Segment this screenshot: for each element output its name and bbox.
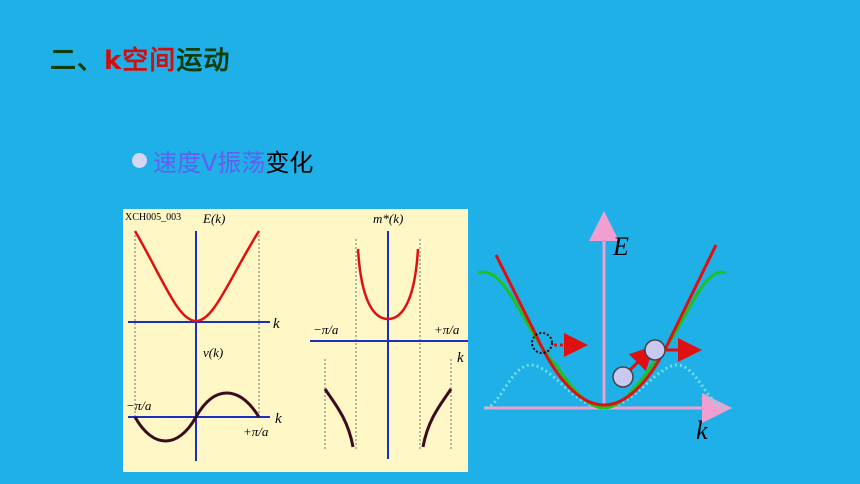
electron-upper-icon [644,339,666,361]
velocity-dotted-curve [485,363,727,410]
minus-pi-a-label: −π/a [126,398,152,413]
m-star-label: m*(k) [373,211,403,226]
E-axis-label: E [612,232,629,261]
k-label-right: k [457,350,464,366]
minus-pi-a-right-label: −π/a [313,322,339,337]
m-curve-right [421,388,453,448]
plus-pi-a-label: +π/a [243,424,269,439]
title-part-motion: 运动 [176,46,231,76]
m-curve-center [356,248,420,321]
m-curve-left [323,388,355,448]
E-curve [133,230,261,323]
electron-outline-icon [531,332,553,354]
bullet-point: 速度V振荡变化 [132,143,313,178]
v-curve [133,391,261,443]
slide-title: 二、k空间运动 [50,40,230,77]
figure-code: XCH005_003 [125,212,181,223]
figure-panel-svg: XCH005_003 E(k) k v(k) −π/a k +π/a m*(k)… [125,211,468,461]
plus-pi-a-right-label: +π/a [434,322,460,337]
electron-lower-icon [612,366,634,388]
title-part-number: 二、 [50,46,105,76]
title-part-kspace: k空间 [104,46,177,76]
E-label: E(k) [202,211,225,226]
green-band-curve [477,270,727,410]
figure-panel: XCH005_003 E(k) k v(k) −π/a k +π/a m*(k)… [123,209,468,472]
k-label-top: k [273,316,280,332]
k-label-bottom: k [275,411,282,427]
v-label: v(k) [203,345,223,360]
bullet-text-change: 变化 [265,149,314,177]
band-motion-diagram: E k [477,211,732,445]
bullet-text-velocity: 速度V振荡 [153,149,266,177]
bullet-dot-icon [132,153,147,168]
k-axis-label: k [696,416,708,445]
